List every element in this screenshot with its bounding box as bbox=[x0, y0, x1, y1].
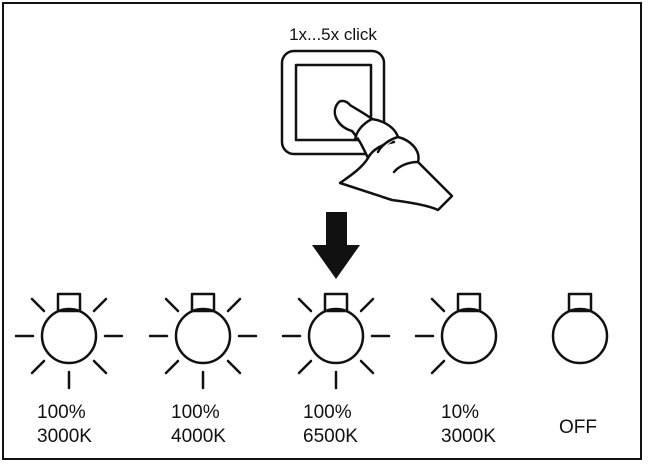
state-1-temperature: 3000K bbox=[37, 426, 92, 447]
light-bulb-icon bbox=[281, 292, 391, 390]
pointing-hand-icon bbox=[333, 99, 454, 212]
state-1-brightness: 100% bbox=[37, 402, 86, 423]
light-bulb-icon bbox=[551, 292, 609, 365]
light-bulb-icon bbox=[14, 292, 124, 390]
diagram-frame bbox=[2, 2, 642, 460]
state-5-off-label: OFF bbox=[559, 417, 597, 438]
state-3-brightness: 100% bbox=[303, 402, 352, 423]
state-2-temperature: 4000K bbox=[171, 426, 226, 447]
state-4-brightness: 10% bbox=[441, 402, 480, 423]
click-instruction-caption: 1x...5x click bbox=[289, 25, 377, 44]
state-4-temperature: 3000K bbox=[441, 426, 496, 447]
light-bulb-icon bbox=[148, 292, 258, 390]
light-bulb-icon bbox=[414, 292, 498, 375]
down-arrow-icon bbox=[312, 212, 360, 279]
state-2-brightness: 100% bbox=[171, 402, 220, 423]
wall-switch-icon bbox=[280, 49, 386, 156]
state-3-temperature: 6500K bbox=[303, 426, 358, 447]
